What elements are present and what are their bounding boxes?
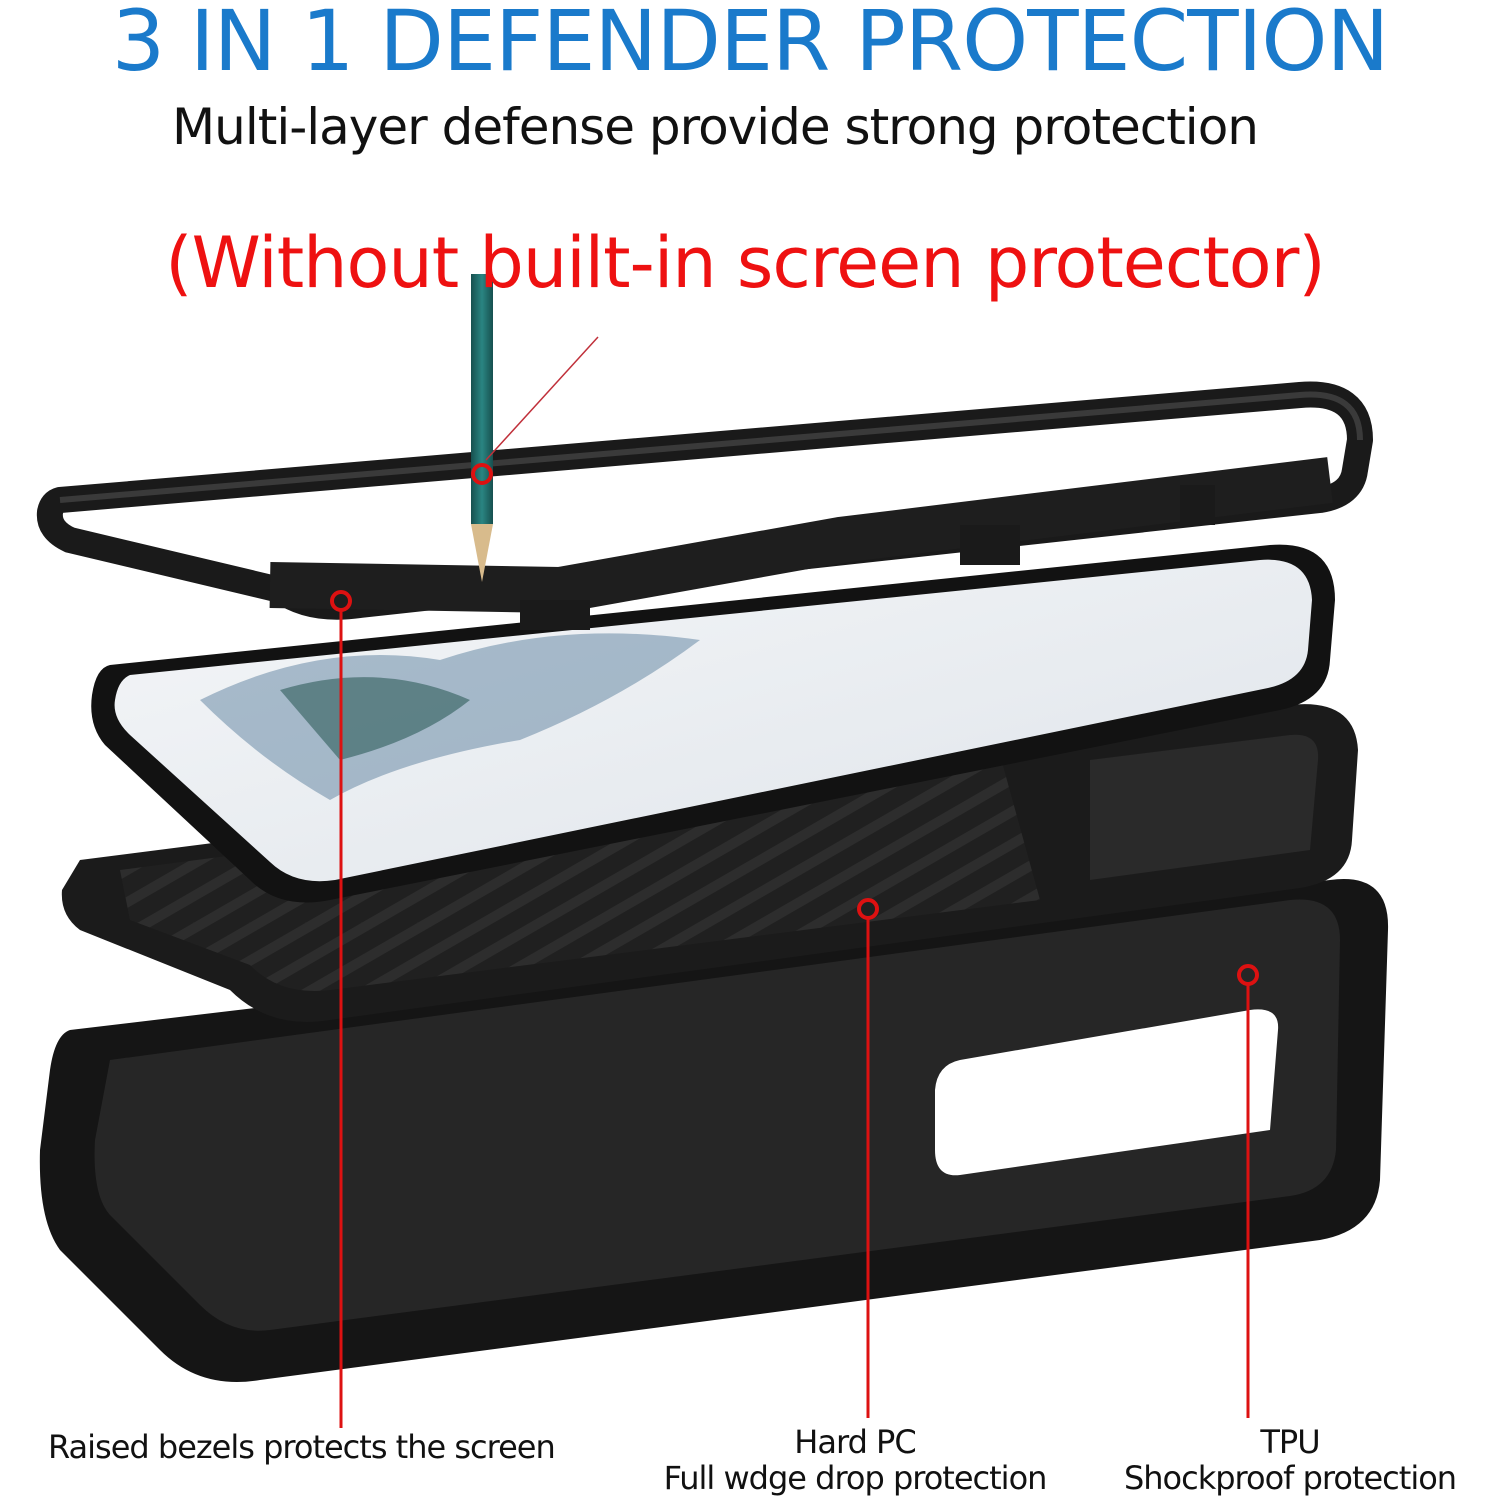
headline: 3 IN 1 DEFENDER PROTECTION bbox=[111, 0, 1390, 90]
callout-hard-pc-text: Full wdge drop protection bbox=[663, 1459, 1048, 1497]
callout-bezel-marker bbox=[330, 590, 352, 1428]
pencil-icon bbox=[471, 274, 599, 582]
callout-hard-pc-title: Hard PC bbox=[794, 1423, 916, 1461]
callout-tpu-title: TPU bbox=[1260, 1423, 1320, 1461]
hard-pc-layer bbox=[61, 704, 1358, 1022]
phone bbox=[91, 544, 1336, 903]
callout-tpu-marker bbox=[1237, 964, 1259, 1418]
callout-tpu-text: Shockproof protection bbox=[1123, 1459, 1457, 1497]
callout-hard-pc-label: Hard PC Full wdge drop protection bbox=[650, 1424, 1060, 1496]
subheadline: Multi-layer defense provide strong prote… bbox=[172, 98, 1259, 156]
callout-tpu-label: TPU Shockproof protection bbox=[1110, 1424, 1470, 1496]
callout-pencil-marker bbox=[471, 463, 493, 485]
screen-protector-notice: (Without built-in screen protector) bbox=[165, 222, 1325, 304]
callout-bezel-label: Raised bezels protects the screen bbox=[48, 1428, 556, 1466]
callout-hard-pc-marker bbox=[857, 898, 879, 1418]
